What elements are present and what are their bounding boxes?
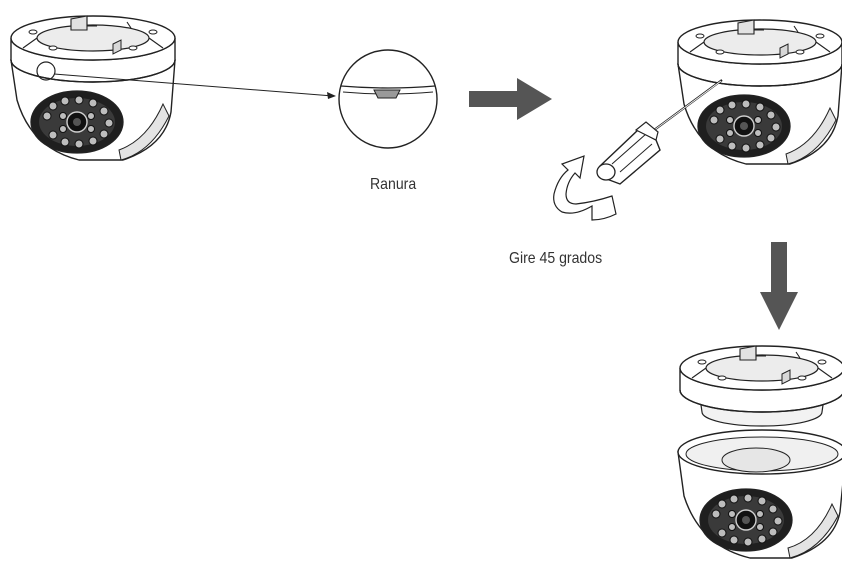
down-arrow-icon xyxy=(760,242,798,330)
callout-arrowhead xyxy=(327,92,336,99)
rotate-instruction-label: Gire 45 grados xyxy=(509,250,602,268)
dome-camera-with-screwdriver-icon xyxy=(678,20,842,164)
slot-magnifier-icon xyxy=(339,50,437,148)
separated-dome-camera-icon xyxy=(678,346,842,558)
slot-label: Ranura xyxy=(370,176,416,194)
assembled-dome-camera-icon xyxy=(11,16,175,160)
right-arrow-icon xyxy=(469,78,552,120)
